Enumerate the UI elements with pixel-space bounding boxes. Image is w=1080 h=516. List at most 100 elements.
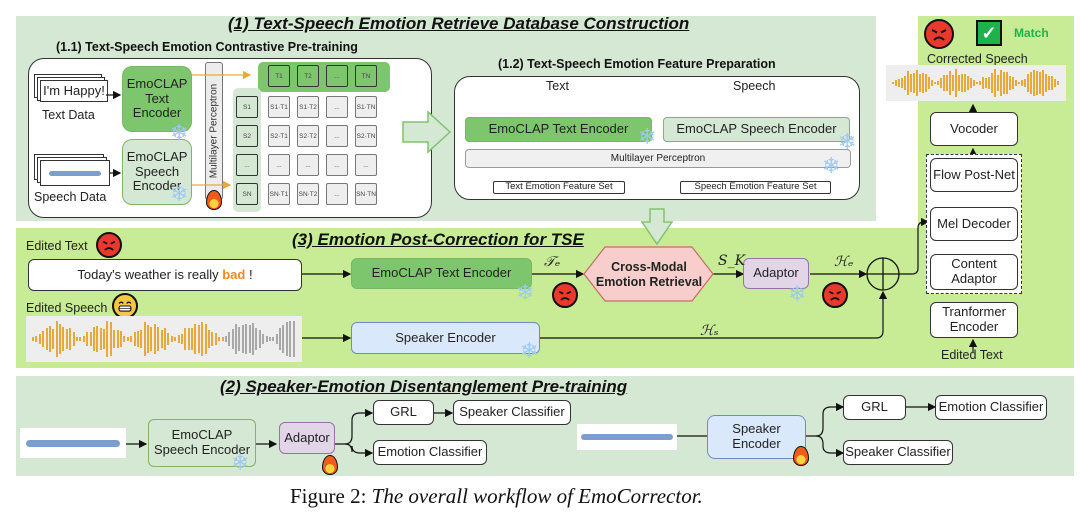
- snowflake-icon: ❄: [516, 280, 535, 305]
- waveform-bar: [187, 327, 190, 351]
- waveform-bar: [164, 328, 166, 350]
- similarity-cell: ...: [326, 183, 348, 205]
- symbol-text-emotion: 𝒯ₑ: [544, 254, 561, 270]
- waveform-bar: [994, 69, 996, 97]
- waveform-bar: [1054, 78, 1056, 88]
- waveform-bar: [943, 75, 945, 91]
- waveform-bar: [279, 328, 282, 350]
- waveform-bar: [925, 74, 927, 92]
- waveform-bar: [194, 323, 197, 355]
- section-2-title: (2) Speaker-Emotion Disentanglement Pre-…: [220, 377, 628, 396]
- speech-input-label: Speech: [733, 79, 776, 93]
- waveform-bar: [1042, 69, 1044, 96]
- waveform-bar: [140, 330, 143, 348]
- waveform-bar: [170, 336, 173, 342]
- waveform-bar: [65, 329, 68, 349]
- text-feature-cell: T1: [268, 65, 290, 87]
- similarity-cell: S2·T2: [297, 125, 319, 147]
- waveform-bar: [1036, 70, 1038, 96]
- disentangle-adaptor: Adaptor: [279, 422, 335, 454]
- edited-text-content: Today's weather is really: [77, 266, 223, 282]
- waveform-bar: [988, 76, 990, 90]
- disentangle-waveform-2: [577, 424, 677, 450]
- speech-feature-cell: SN: [236, 183, 258, 205]
- waveform-bar: [177, 334, 180, 344]
- waveform-bar: [143, 321, 146, 357]
- waveform-bar: [1045, 74, 1047, 92]
- waveform-bar: [913, 72, 915, 94]
- waveform-bar: [214, 332, 217, 346]
- checkmark-icon: ✓: [976, 20, 1002, 46]
- waveform-bar: [1039, 71, 1041, 95]
- waveform-bar: [180, 333, 183, 345]
- match-label: Match: [1014, 26, 1049, 40]
- waveform-bar: [32, 337, 34, 341]
- waveform-bar: [35, 335, 38, 343]
- waveform-bar: [45, 327, 48, 351]
- speech-feature-cell: S1: [236, 96, 258, 118]
- waveform-bar: [89, 331, 92, 347]
- text-data-label: Text Data: [42, 108, 95, 122]
- snowflake-icon: ❄: [231, 450, 250, 475]
- speech-data-stack: [34, 154, 110, 186]
- angry-face-icon: [822, 282, 848, 308]
- waveform-bar: [241, 325, 244, 353]
- caption-text: The overall workflow of EmoCorrector.: [371, 484, 703, 508]
- feature-speech-encoder: EmoCLAP Speech Encoder: [663, 117, 850, 142]
- mlp-label: Multilayer Perceptron: [208, 83, 220, 179]
- waveform-bar: [262, 333, 265, 345]
- waveform-bar: [940, 78, 942, 88]
- speaker-classifier-1: Speaker Classifier: [453, 400, 571, 425]
- waveform-bar: [191, 328, 194, 350]
- waveform-bar: [55, 320, 58, 358]
- text-input-label: Text: [546, 79, 569, 93]
- waveform-bar: [1027, 74, 1029, 92]
- text-sample: I'm Happy!: [40, 80, 108, 102]
- waveform-bar: [967, 75, 969, 91]
- waveform-bar: [952, 74, 954, 92]
- waveform-bar: [265, 336, 268, 342]
- waveform-bar: [238, 327, 241, 351]
- snowflake-icon: ❄: [788, 281, 807, 306]
- waveform-bar: [991, 73, 993, 93]
- waveform-bar: [1033, 70, 1035, 96]
- waveform-bar: [907, 70, 909, 96]
- waveform-bar: [136, 331, 139, 347]
- edited-text-box: Today's weather is really bad !: [28, 259, 302, 291]
- waveform-bar: [69, 328, 72, 350]
- emotion-keyword: bad: [222, 266, 246, 282]
- similarity-cell: ...: [297, 154, 319, 176]
- fire-icon: [793, 446, 809, 466]
- grl-block-2: GRL: [843, 395, 906, 420]
- waveform-bar: [1003, 71, 1005, 95]
- waveform-bar: [130, 335, 133, 343]
- waveform-bar: [224, 335, 227, 343]
- flow-post-net: Flow Post-Net: [930, 158, 1018, 192]
- content-adaptor: Content Adaptor: [930, 254, 1018, 290]
- waveform-bar: [245, 324, 248, 354]
- waveform-bar: [289, 320, 292, 358]
- waveform-bar: [970, 77, 972, 89]
- waveform-bar: [275, 333, 278, 345]
- waveform-bar: [99, 327, 102, 351]
- feature-text-encoder: EmoCLAP Text Encoder: [465, 117, 652, 142]
- waveform-bar: [147, 325, 150, 353]
- waveform-bar: [109, 321, 112, 357]
- waveform-bar: [208, 330, 210, 348]
- fire-icon: [206, 190, 222, 210]
- angry-face-icon: [96, 232, 122, 258]
- waveform-bar: [106, 320, 109, 358]
- waveform-bar: [949, 70, 951, 96]
- waveform-bar: [1018, 81, 1020, 85]
- snowflake-icon: ❄: [520, 338, 539, 363]
- waveform-bar: [42, 331, 45, 347]
- section-3-title: (3) Emotion Post-Correction for TSE: [292, 230, 584, 249]
- correction-text-encoder: EmoCLAP Text Encoder: [351, 258, 532, 289]
- speech-data-label: Speech Data: [34, 190, 107, 204]
- disentangle-speech-encoder: EmoCLAP Speech Encoder: [148, 419, 256, 467]
- similarity-cell: ...: [326, 125, 348, 147]
- similarity-cell: ...: [355, 154, 377, 176]
- edited-speech-waveform: [26, 316, 302, 362]
- waveform-bar: [904, 75, 906, 91]
- waveform-bar: [1006, 71, 1008, 95]
